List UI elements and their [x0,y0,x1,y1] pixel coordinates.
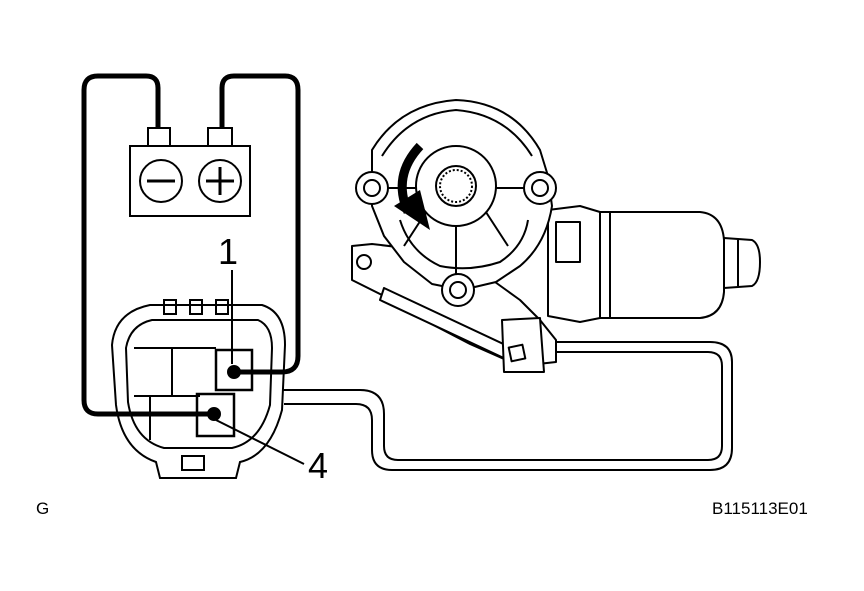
battery-negative-post [147,127,171,147]
yoke-side-box [555,221,581,263]
yoke-end-cap [723,237,761,289]
connector-lock-tab-3 [215,299,229,315]
terminal-4-contact [207,407,221,421]
positive-lead-wire [219,73,301,375]
mount-bolt-bottom [441,273,475,307]
gear-housing-inner [399,219,529,270]
corner-code-left: G [36,499,49,518]
terminal-4-leader [215,419,305,465]
connector-outer-shell [110,304,287,479]
bracket-hole [356,254,372,270]
connector-harness [282,341,733,471]
battery [129,127,251,217]
negative-lead-wire [81,73,214,417]
connector-lock-tab-1 [163,299,177,315]
rotation-arrow-head [394,190,430,230]
lead-wires [81,73,301,417]
output-shaft-spline [439,169,473,203]
connector-lock-tab-2 [189,299,203,315]
terminal-4-label: 4 [308,445,328,486]
bracket-tab-slot [507,343,527,363]
wiper-motor [351,99,761,373]
terminal-1-label: 1 [218,231,238,272]
terminal-1-cavity [214,348,254,392]
motor-yoke [547,205,725,323]
connector-inner-shell [124,319,274,449]
rotation-arrow [394,142,430,230]
connector-key [181,455,205,471]
battery-positive-post [207,127,233,147]
mount-bolt-right [523,171,557,205]
figure-code: B115113E01 [712,499,808,518]
mount-bolt-left [355,171,389,205]
motor-connector [110,299,287,479]
terminal-4-cavity [195,392,236,438]
terminal-1-contact [227,365,241,379]
gear-housing-rim [381,109,533,157]
